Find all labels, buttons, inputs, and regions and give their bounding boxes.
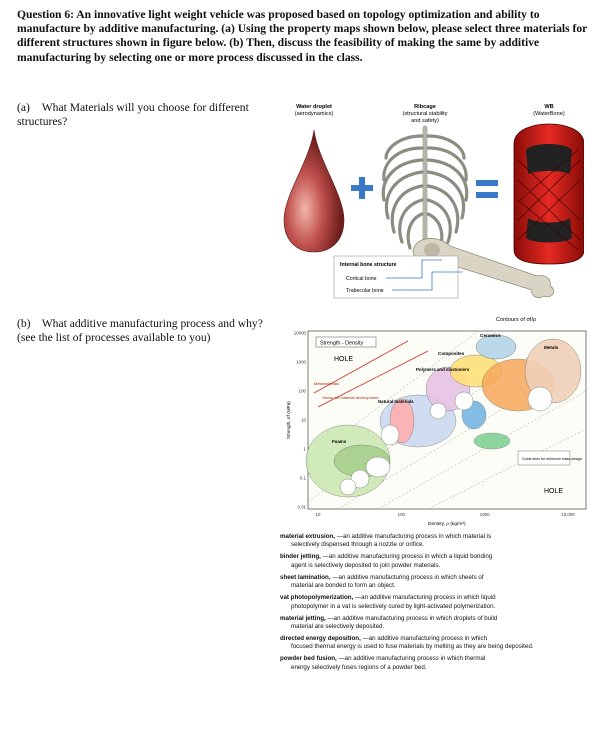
definition-continuation: selectively dispensed through a nozzle o… xyxy=(291,541,425,549)
part-b: (b) What additive manufacturing process … xyxy=(17,317,267,344)
definition-term: sheet lamination, xyxy=(280,573,331,581)
definition-term: material extrusion, xyxy=(280,533,336,540)
foams-label: Foams xyxy=(332,439,347,444)
definition-item: binder jetting, —an additive manufacturi… xyxy=(280,553,590,570)
definition-body: —an additive manufacturing process in wh… xyxy=(360,635,488,643)
definition-item: directed energy deposition, —an additive… xyxy=(280,635,590,652)
question-text: Question 6: An innovative light weight v… xyxy=(17,8,588,64)
cortical-bone-label: Cortical bone xyxy=(346,276,377,282)
x-tick-label: 1000 xyxy=(480,512,490,517)
water-droplet-shape xyxy=(283,129,345,253)
definition-term: binder jetting, xyxy=(280,553,321,561)
car-shape xyxy=(513,123,584,265)
wb-sub: (WaterBone) xyxy=(533,111,565,117)
definition-item: material extrusion, —an additive manufac… xyxy=(280,533,590,550)
definition-term: directed energy deposition, xyxy=(280,635,361,643)
definition-item: vat photopolymerization, —an additive ma… xyxy=(280,594,590,611)
ceramics-label: Ceramics xyxy=(480,333,501,338)
definition-continuation: material are selectively deposited. xyxy=(291,623,385,631)
part-b-label: (b) xyxy=(17,317,31,330)
definition-continuation: photopolymer in a vat is selectively cur… xyxy=(291,602,496,610)
ribcage-sub1: (structural stability xyxy=(402,111,447,117)
internal-bone-label: Internal bone structure xyxy=(340,262,397,268)
part-a-label: (a) xyxy=(17,101,30,114)
definition-body: —an additive manufacturing process in wh… xyxy=(353,594,496,602)
plus-icon xyxy=(351,177,373,199)
bone-legend-box xyxy=(333,255,459,299)
definition-continuation: agent is selectively deposited to join p… xyxy=(291,561,441,569)
x-tick-label: 10,000 xyxy=(561,512,575,517)
definition-continuation: energy selectively fuses regions of a po… xyxy=(291,663,427,671)
y-tick-label: 10 xyxy=(301,418,306,423)
y-axis-ticks: 10000 1000 100 10 1 0.1 0.01 xyxy=(294,331,307,510)
definition-item: material jetting, —an additive manufactu… xyxy=(280,615,590,632)
strength-density-label: Strength - Density xyxy=(320,341,363,347)
vehicle-concept-figure: Water droplet (aerodynamics) Ribcage (st… xyxy=(283,104,584,299)
composites-label: Composites xyxy=(438,351,465,356)
y-tick-label: 1 xyxy=(304,447,307,452)
water-droplet-sub: (aerodynamics) xyxy=(295,111,334,117)
ribcage-shape xyxy=(381,125,469,253)
definition-item: powder bed fusion, —an additive manufact… xyxy=(280,655,590,672)
definition-term: material jetting, xyxy=(280,614,326,622)
ribcage-title: Ribcage xyxy=(414,104,436,110)
x-tick-label: 10 xyxy=(316,512,321,517)
material-envelopes xyxy=(305,334,582,498)
metamat-label: Metamaterials xyxy=(314,381,339,386)
vector-label: Vector for material development xyxy=(322,395,379,400)
metals-label: Metals xyxy=(544,345,559,350)
y-tick-label: 0.1 xyxy=(300,476,307,481)
equals-icon xyxy=(476,180,498,198)
y-tick-label: 100 xyxy=(299,389,307,394)
definition-continuation: focused thermal energy is used to fuse m… xyxy=(291,643,534,651)
wb-title: WB xyxy=(544,104,553,110)
definition-continuation: material are bonded to form an object. xyxy=(291,582,396,590)
polymers-label: Polymers and elastomers xyxy=(416,367,470,372)
definition-term: vat photopolymerization, xyxy=(280,594,354,602)
part-b-text: What additive manufacturing process and … xyxy=(17,317,263,344)
x-tick-label: 100 xyxy=(398,512,406,517)
water-droplet-title: Water droplet xyxy=(296,104,332,110)
strength-density-map: Contours of σf/ρ Strength - Density HOLE xyxy=(286,317,587,527)
natural-label: Natural materials xyxy=(378,399,414,404)
y-tick-label: 10000 xyxy=(294,331,307,336)
definition-term: powder bed fusion, xyxy=(280,655,337,663)
part-a: (a) What Materials will you choose for d… xyxy=(17,101,267,128)
am-process-definitions: material extrusion, —an additive manufac… xyxy=(280,533,590,676)
definition-body: —an additive manufacturing process in wh… xyxy=(320,553,493,561)
y-axis-label: Strength, σf (MPa) xyxy=(286,401,291,439)
y-tick-label: 1000 xyxy=(296,360,306,365)
contours-label: Contours of σf/ρ xyxy=(496,317,536,323)
hole-bottom-label: HOLE xyxy=(544,488,563,495)
definition-body: —an additive manufacturing process in wh… xyxy=(335,533,492,540)
definition-body: —an additive manufacturing process in wh… xyxy=(325,614,498,622)
part-a-text: What Materials will you choose for diffe… xyxy=(17,101,249,128)
guide-label: Guide lines for minimum mass design xyxy=(522,457,582,461)
hole-top-label: HOLE xyxy=(334,356,353,363)
x-axis-ticks: 10 100 1000 10,000 xyxy=(316,512,576,517)
trabecular-bone-label: Trabecular bone xyxy=(346,288,384,294)
definition-body: —an additive manufacturing process in wh… xyxy=(336,655,486,663)
ribcage-sub2: and safety) xyxy=(411,118,439,124)
y-tick-label: 0.01 xyxy=(297,505,306,510)
definition-body: —an additive manufacturing process in wh… xyxy=(330,573,484,581)
x-axis-label: Density, ρ (kg/m³) xyxy=(428,521,466,527)
definition-item: sheet lamination, —an additive manufactu… xyxy=(280,574,590,591)
